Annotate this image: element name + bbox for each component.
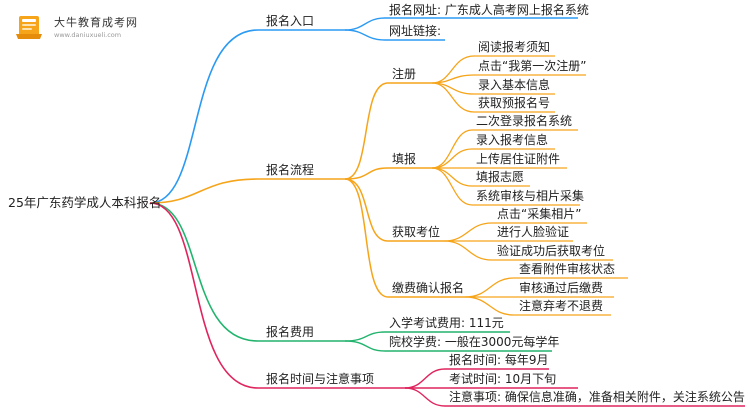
sub-fill: 填报 [392, 152, 417, 166]
register-item: 阅读报考须知 [478, 40, 551, 54]
sub-seat: 获取考位 [392, 225, 441, 239]
time-item: 注意事项: 确保信息准确，准备相关附件，关注系统公告 [449, 390, 745, 404]
logo-title: 大牛教育成考网 [54, 16, 138, 29]
pay-item: 注意弃考不退费 [519, 299, 604, 313]
sub-pay: 缴费确认报名 [392, 281, 465, 295]
time-item: 考试时间: 10月下旬 [449, 372, 557, 386]
connector-time [149, 202, 405, 389]
entry-item: 报名网址: 广东成人高考网上报名系统 [389, 3, 589, 17]
seat-item: 进行人脸验证 [497, 225, 570, 239]
register-item: 点击“我第一次注册” [478, 59, 587, 73]
fill-item: 二次登录报名系统 [476, 114, 573, 128]
fees-item: 院校学费: 一般在3000元每学年 [389, 335, 560, 349]
time-item: 报名时间: 每年9月 [449, 353, 549, 367]
fill-item: 录入报考信息 [476, 133, 549, 147]
register-item: 录入基本信息 [478, 78, 551, 92]
branch-entry: 报名入口 [266, 14, 315, 28]
branch-process: 报名流程 [266, 163, 315, 177]
seat-item: 验证成功后获取考位 [497, 244, 606, 258]
logo-subtitle: www.daniuxueli.com [54, 31, 122, 39]
fees-item: 入学考试费用: 111元 [389, 316, 504, 330]
book-icon [16, 16, 42, 39]
connector-process [149, 178, 345, 204]
branch-time: 报名时间与注意事项 [266, 372, 375, 386]
pay-item: 审核通过后缴费 [519, 281, 604, 295]
connector-entry [149, 29, 345, 204]
site-logo[interactable]: 大牛教育成考网 www.daniuxueli.com [12, 12, 137, 42]
connector-fees [149, 202, 345, 342]
fill-item: 上传居住证附件 [476, 152, 561, 166]
sub-register: 注册 [392, 67, 417, 81]
pay-item: 查看附件审核状态 [519, 262, 616, 276]
seat-item: 点击“采集相片” [497, 207, 582, 221]
branch-fees: 报名费用 [266, 325, 315, 339]
fill-item: 填报志愿 [476, 170, 525, 184]
fill-item: 系统审核与相片采集 [476, 189, 585, 203]
root-node: 25年广东药学成人本科报名 [8, 195, 162, 210]
entry-item: 网址链接: [389, 24, 442, 38]
register-item: 获取预报名号 [478, 96, 551, 110]
